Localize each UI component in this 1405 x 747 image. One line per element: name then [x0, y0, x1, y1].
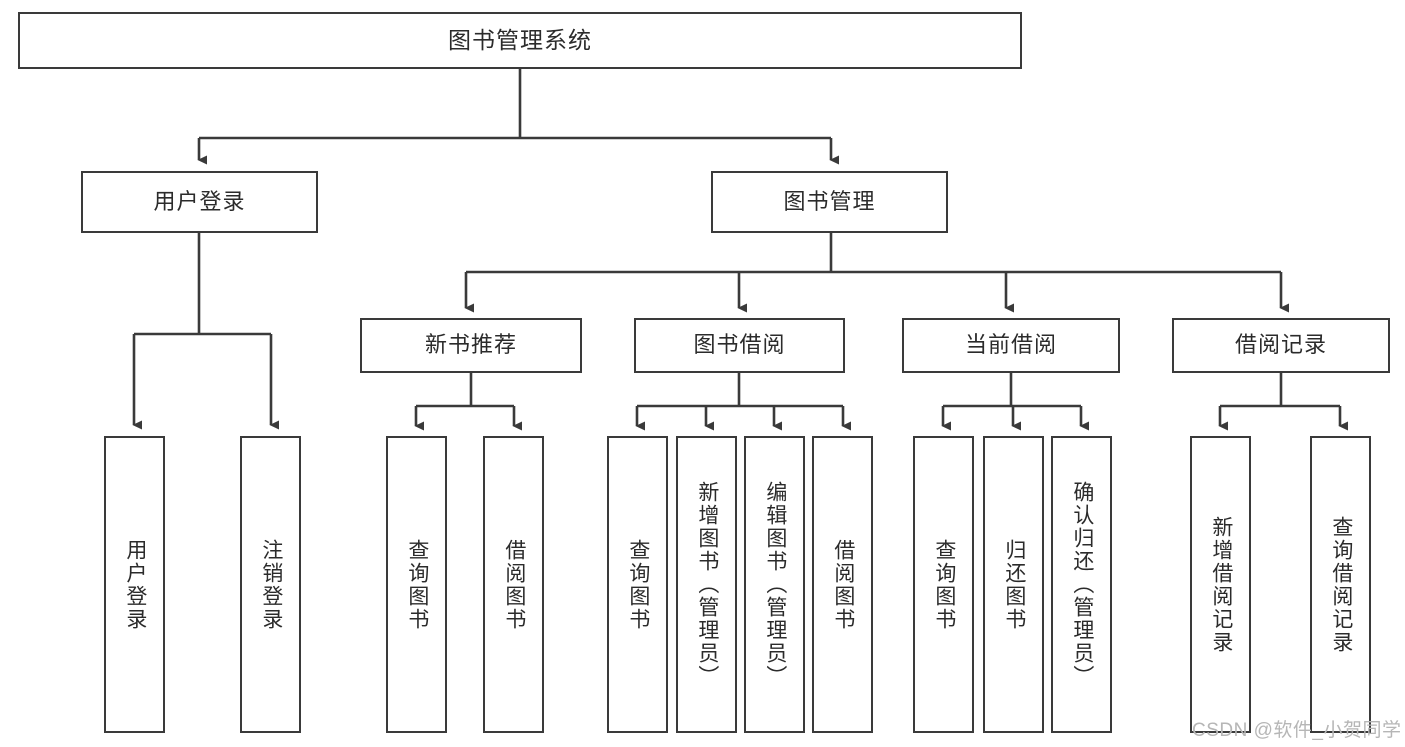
node-leaf-edit-book-admin-label: 编辑图书（管理员）	[763, 481, 787, 688]
node-leaf-query-borrow-record[interactable]: 查询借阅记录	[1310, 436, 1371, 733]
edge-group-book-borrow	[635, 373, 851, 431]
node-book-borrow-label: 图书借阅	[693, 332, 786, 358]
node-root[interactable]: 图书管理系统	[18, 12, 1022, 69]
node-leaf-user-login[interactable]: 用户登录	[104, 436, 165, 733]
node-leaf-query-book-current-label: 查询图书	[932, 538, 956, 631]
node-borrow-record-label: 借阅记录	[1234, 332, 1327, 358]
node-user-login[interactable]: 用户登录	[81, 171, 318, 233]
node-leaf-add-book-admin-label: 新增图书（管理员）	[695, 481, 719, 688]
edge-group-new-book-recommend	[414, 373, 522, 431]
edge-group-book-manage	[464, 233, 1289, 313]
node-book-manage-label: 图书管理	[783, 188, 876, 214]
node-leaf-add-borrow-record[interactable]: 新增借阅记录	[1190, 436, 1251, 733]
node-leaf-query-borrow-record-label: 查询借阅记录	[1329, 515, 1353, 654]
node-book-borrow[interactable]: 图书借阅	[634, 318, 845, 373]
node-leaf-confirm-return-admin[interactable]: 确认归还（管理员）	[1051, 436, 1112, 733]
node-leaf-borrow-book-rec[interactable]: 借阅图书	[483, 436, 544, 733]
node-leaf-edit-book-admin[interactable]: 编辑图书（管理员）	[744, 436, 805, 733]
node-leaf-query-book-borrow[interactable]: 查询图书	[607, 436, 668, 733]
node-leaf-add-book-admin[interactable]: 新增图书（管理员）	[676, 436, 737, 733]
node-new-book-recommend-label: 新书推荐	[424, 332, 517, 358]
node-leaf-logout-label: 注销登录	[259, 538, 283, 631]
node-leaf-borrow-book-label: 借阅图书	[831, 538, 855, 631]
node-borrow-record[interactable]: 借阅记录	[1172, 318, 1390, 373]
edge-group-root	[197, 69, 839, 165]
edge-group-borrow-record	[1218, 373, 1348, 431]
edge-group-current-borrow	[941, 373, 1089, 431]
node-leaf-return-book-label: 归还图书	[1002, 538, 1026, 631]
node-leaf-query-book-borrow-label: 查询图书	[626, 538, 650, 631]
node-new-book-recommend[interactable]: 新书推荐	[360, 318, 582, 373]
node-leaf-confirm-return-admin-label: 确认归还（管理员）	[1070, 481, 1094, 688]
node-book-manage[interactable]: 图书管理	[711, 171, 948, 233]
node-leaf-borrow-book-rec-label: 借阅图书	[502, 538, 526, 631]
node-leaf-logout[interactable]: 注销登录	[240, 436, 301, 733]
node-leaf-query-book-rec-label: 查询图书	[405, 538, 429, 631]
node-leaf-user-login-label: 用户登录	[123, 538, 147, 631]
edge-group-user-login	[132, 233, 279, 430]
node-leaf-query-book-current[interactable]: 查询图书	[913, 436, 974, 733]
node-root-label: 图书管理系统	[448, 26, 592, 53]
node-current-borrow[interactable]: 当前借阅	[902, 318, 1120, 373]
node-user-login-label: 用户登录	[153, 188, 246, 214]
node-leaf-add-borrow-record-label: 新增借阅记录	[1209, 515, 1233, 654]
node-leaf-borrow-book[interactable]: 借阅图书	[812, 436, 873, 733]
node-leaf-return-book[interactable]: 归还图书	[983, 436, 1044, 733]
node-current-borrow-label: 当前借阅	[964, 332, 1057, 358]
node-leaf-query-book-rec[interactable]: 查询图书	[386, 436, 447, 733]
